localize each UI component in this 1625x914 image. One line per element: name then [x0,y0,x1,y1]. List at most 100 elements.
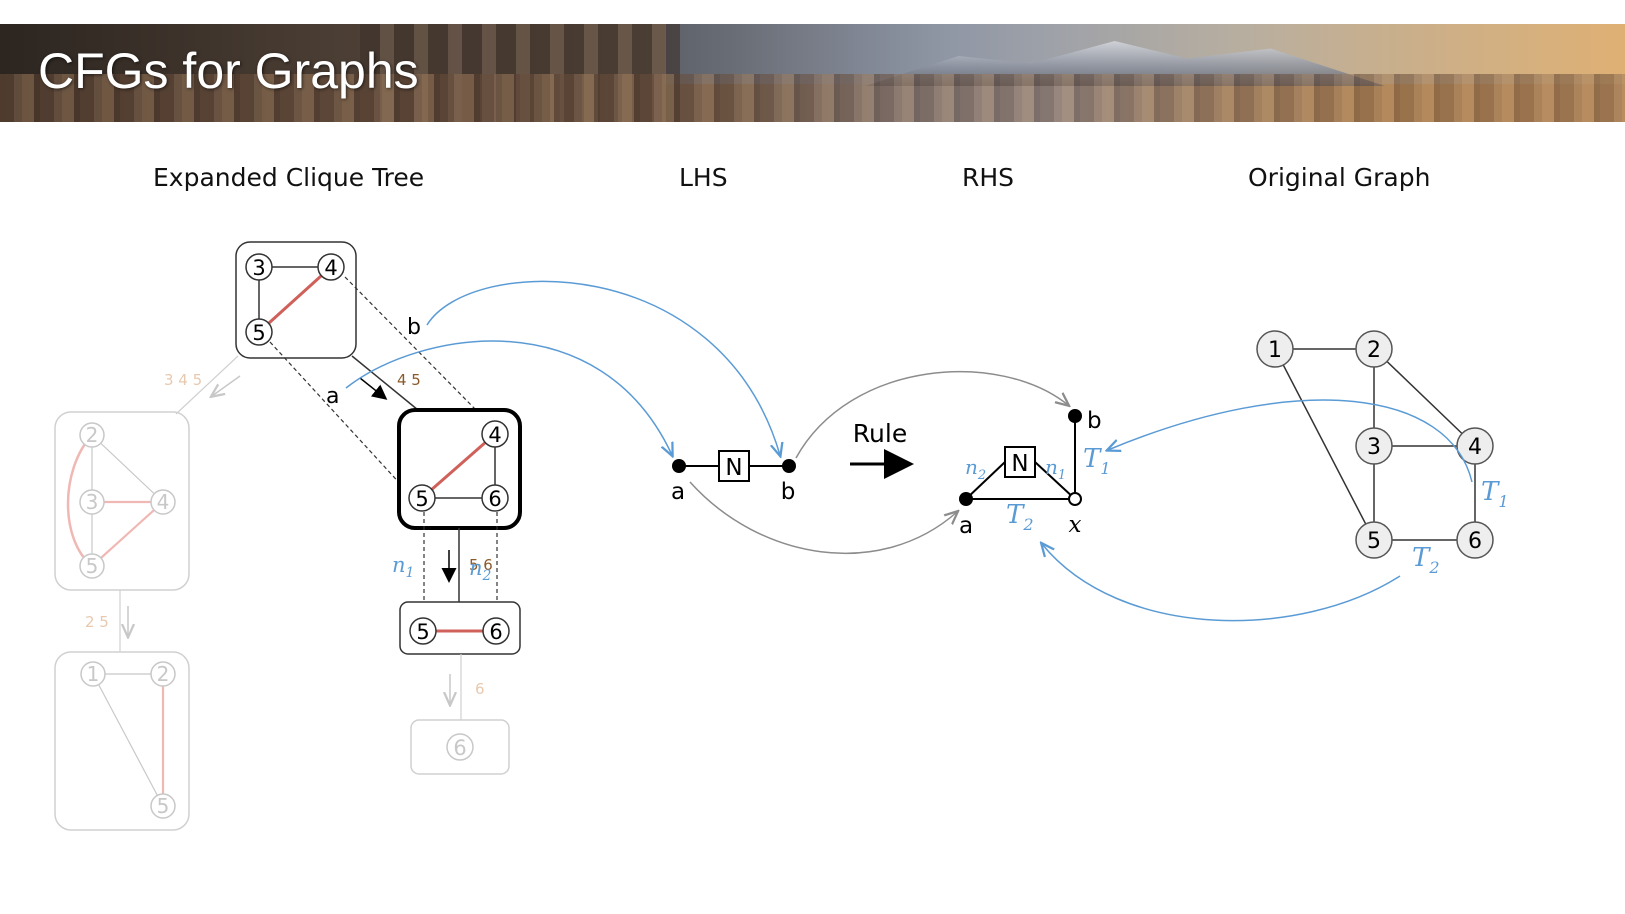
rhs-label-b: b [1087,408,1102,434]
svg-text:5: 5 [415,487,428,511]
child-bag: 5 6 [399,601,521,655]
focus-node-6: 6 [481,484,509,512]
faded-edge-label-25: 2 5 [85,613,109,631]
rhs-label-t2: T2 [1006,500,1034,534]
heading-lhs: LHS [679,163,728,192]
edge-label-45: 4 5 [397,371,421,389]
rhs-label-t1: T1 [1083,444,1111,478]
lhs-graph: N a b [671,450,796,505]
svg-text:1: 1 [1268,338,1282,363]
blue-arrow-t2 [1042,544,1401,622]
svg-text:6: 6 [1468,529,1482,554]
orig-node-5: 5 [1355,521,1393,559]
svg-text:1: 1 [87,662,100,686]
root-node-3: 3 [245,253,273,281]
svg-text:6: 6 [453,736,466,760]
rhs-nonterminal-box [1004,446,1036,478]
gray-arrow-b-to-rhs [795,371,1068,459]
orig-node-6: 6 [1456,521,1494,559]
svg-text:5: 5 [416,620,429,644]
rhs-node-a [959,492,973,506]
faded-leaf-node-6: 6 [446,733,474,761]
tree-edge-root-focus [351,355,419,411]
svg-text:3: 3 [86,490,99,514]
orig-node-4: 4 [1456,427,1494,465]
orig-node-3: 3 [1355,427,1393,465]
child-node-5: 5 [409,617,437,645]
root-node-5: 5 [245,318,273,346]
svg-text:2: 2 [86,423,99,447]
dashed-link-5 [269,341,405,489]
orig-label-t1: T1 [1481,477,1509,511]
tree-label-b: b [407,315,421,340]
faded-node-3: 3 [79,489,105,515]
rhs-label-n2: n2 [965,455,986,483]
rhs-node-x [1068,492,1082,506]
svg-text:5: 5 [157,794,170,818]
header-banner [0,24,1625,122]
orig-node-1: 1 [1256,330,1294,368]
dashed-link-4 [344,276,479,413]
faded-node-5: 5 [79,553,105,579]
slide-title: CFGs for Graphs [38,43,419,99]
svg-text:6: 6 [488,487,501,511]
heading-expanded-clique-tree: Expanded Clique Tree [153,163,425,192]
rhs-nonterminal: N [1011,451,1028,477]
svg-text:4: 4 [488,423,501,447]
down-arrow-icon [359,377,388,400]
root-red-edge [257,265,333,334]
svg-text:4: 4 [1468,435,1482,460]
gray-arrow-a-to-rhs [689,481,957,555]
faded-node-2: 2 [79,422,105,448]
faded-bottom-bag-box [54,651,190,831]
lhs-nonterminal-box [718,450,750,482]
faded-left-subtree: 2 3 4 5 2 5 1 2 5 3 4 5 [54,355,241,831]
rule-label: Rule [853,419,907,448]
faded-bottom-node-5: 5 [150,793,176,819]
blue-arrow-t1 [1108,399,1473,483]
edge-label-56: 5 6 [469,556,493,574]
faded-bottom-node-2: 2 [150,661,176,687]
focus-bag: 4 5 6 [397,408,522,530]
lhs-node-b [782,459,796,473]
lhs-label-b: b [781,479,796,505]
rhs-label-x: x [1069,512,1082,538]
svg-text:5: 5 [252,321,265,345]
focus-node-4: 4 [481,420,509,448]
lhs-node-a [672,459,686,473]
faded-bottom-node-1: 1 [80,661,106,687]
svg-text:5: 5 [86,554,99,578]
svg-text:3: 3 [252,256,265,280]
svg-text:2: 2 [157,662,170,686]
blue-arrow-a-to-lhs [345,340,672,455]
svg-text:5: 5 [1367,529,1381,554]
faded-bag-box [54,411,190,591]
heading-original-graph: Original Graph [1248,163,1431,192]
svg-text:6: 6 [489,620,502,644]
tree-label-n2: n2 [469,556,492,584]
tree-label-n1: n1 [392,553,414,581]
focus-red-edge [421,432,496,500]
orig-node-2: 2 [1355,330,1393,368]
tree-label-a: a [326,384,339,409]
rhs-node-b [1068,409,1082,423]
lhs-nonterminal: N [725,455,742,481]
root-bag: 3 4 5 [235,241,357,359]
focus-node-5: 5 [408,484,436,512]
faded-red-edge [66,434,93,567]
lhs-label-a: a [671,479,685,505]
svg-text:4: 4 [324,256,337,280]
rhs-label-n1: n1 [1045,455,1066,483]
faded-leaf-box [410,719,510,775]
svg-text:3: 3 [1367,435,1381,460]
faded-edge-label-345: 3 4 5 [164,371,202,389]
blue-arrow-b-to-lhs [426,280,780,455]
root-node-4: 4 [317,253,345,281]
faded-edge-label-6: 6 [475,680,485,698]
banner-town [0,74,1625,122]
heading-rhs: RHS [962,163,1015,192]
original-graph: 1 2 3 4 5 6 T1 T2 [1256,330,1509,577]
rhs-graph: N a b x n2 n1 T1 T2 [959,408,1111,539]
svg-text:2: 2 [1367,338,1381,363]
